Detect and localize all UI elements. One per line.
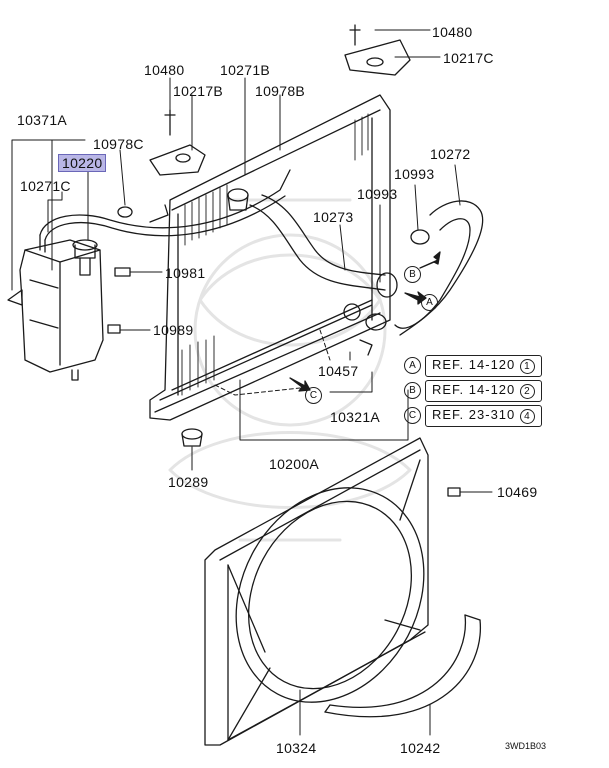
part-label-10469: 10469 [497,484,538,500]
part-label-10273: 10273 [313,209,354,225]
reservoir-cap [72,239,98,276]
part-label-10272: 10272 [430,146,471,162]
ref-text: REF. 14-120 [432,382,516,397]
ref-text: REF. 14-120 [432,357,516,372]
part-label-10321a: 10321A [330,409,381,425]
radiator-cap [227,188,249,211]
part-label-10371a: 10371A [17,112,68,128]
part-label-10993: 10993 [357,186,398,202]
ref-box-a[interactable]: REF. 14-120 1 [425,355,542,377]
part-label-10200a: 10200A [269,456,320,472]
ref-num: 1 [519,359,535,374]
ref-letter-c: C [404,407,421,424]
part-label-10217b: 10217B [173,83,224,99]
overflow-tube [39,169,291,253]
callout-b: B [404,266,421,283]
leader-lines [11,29,493,736]
ref-box-b[interactable]: REF. 14-120 2 [425,380,542,402]
callout-a: A [421,294,438,311]
mount-bushing [181,428,203,447]
bracket-10217c [344,24,411,76]
upper-radiator-hose [249,194,386,291]
ref-box-c[interactable]: REF. 23-310 4 [425,405,542,427]
fan-shroud [204,437,429,746]
part-label-10978b: 10978B [255,83,306,99]
part-label-10989: 10989 [153,322,194,338]
part-label-10289: 10289 [168,474,209,490]
part-label-10978c: 10978C [93,136,144,152]
lower-radiator-hose [394,200,484,336]
part-label-10993-upper: 10993 [394,166,435,182]
part-label-10271b: 10271B [220,62,271,78]
part-label-10217c: 10217C [443,50,494,66]
bracket-10217b [149,109,206,176]
ref-num: 4 [519,409,535,424]
part-label-10480-top: 10480 [432,24,473,40]
part-label-10324: 10324 [276,740,317,756]
hose-clamps [117,206,430,331]
part-label-10457: 10457 [318,363,359,379]
ref-letter-b: B [404,382,421,399]
reference-arrows [289,251,441,392]
diagram-code: 3WD1B03 [505,741,547,751]
reservoir-tank [7,239,104,381]
ref-num: 2 [519,384,535,399]
part-label-10220-highlighted[interactable]: 10220 [58,154,107,172]
radiator-core [149,94,391,421]
part-label-10271c: 10271C [20,178,71,194]
bolts [107,267,461,497]
dashed-leaders [214,329,331,396]
callout-c: C [305,387,322,404]
ref-letter-a: A [404,357,421,374]
part-label-10981: 10981 [165,265,206,281]
shroud-strip [324,614,481,718]
part-label-10480: 10480 [144,62,185,78]
part-label-10242: 10242 [400,740,441,756]
ref-text: REF. 23-310 [432,407,516,422]
